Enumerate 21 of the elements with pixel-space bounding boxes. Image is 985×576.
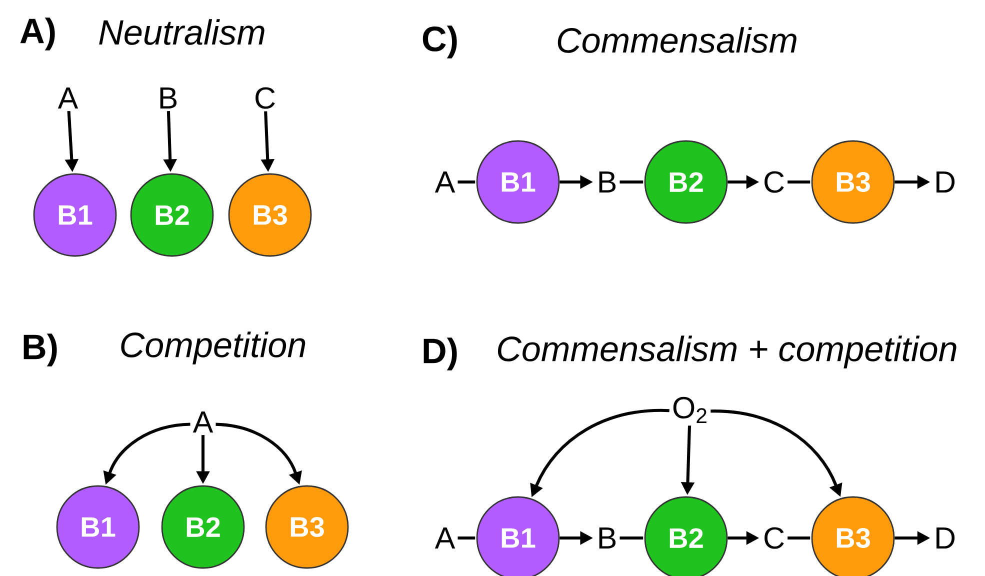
panel-title: Commensalism + competition bbox=[498, 336, 956, 368]
panel-letter: C) bbox=[422, 26, 457, 58]
panel-letter: B) bbox=[24, 334, 57, 366]
panel-title: Competition bbox=[121, 332, 306, 364]
text-label: B bbox=[160, 88, 177, 108]
text-label: A bbox=[192, 412, 214, 432]
text-label: C bbox=[764, 527, 784, 549]
panel-letter: A) bbox=[20, 18, 55, 50]
text-label: C bbox=[764, 171, 784, 193]
text-label: O$_{2}$ bbox=[673, 396, 706, 424]
text-label: D bbox=[936, 172, 955, 192]
text-label: B bbox=[599, 528, 616, 548]
panel-letter: D) bbox=[424, 338, 457, 370]
text-label: C bbox=[256, 87, 275, 109]
text-label: A bbox=[434, 528, 456, 548]
text-label: D bbox=[936, 528, 955, 548]
text-label: A bbox=[434, 172, 456, 192]
panel-title: Commensalism bbox=[558, 27, 796, 53]
text-label: B bbox=[599, 172, 616, 192]
text-label: A bbox=[58, 88, 78, 108]
panel-title: Neutralism bbox=[99, 19, 264, 45]
